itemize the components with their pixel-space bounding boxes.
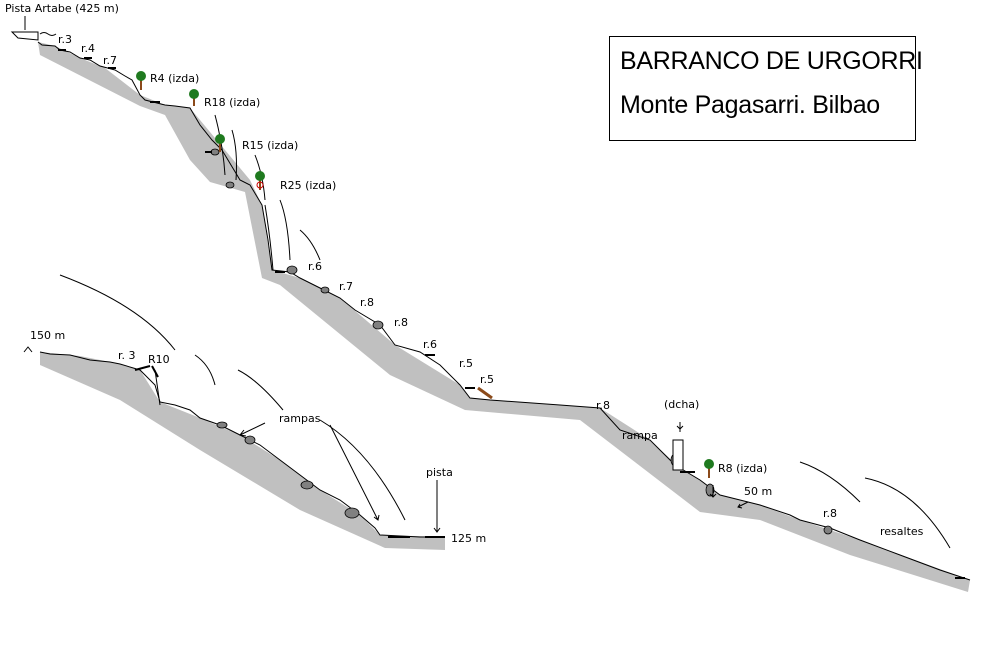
start-squiggle: [23, 346, 33, 353]
upper-terrain: [37, 41, 971, 592]
label: r.8: [360, 296, 374, 309]
rock: [300, 480, 314, 490]
pool: [134, 365, 151, 371]
dcha-marker: [672, 422, 749, 509]
rock: [244, 435, 256, 445]
label: R15 (izda): [242, 139, 298, 152]
label: r.5: [480, 373, 494, 386]
tree-icon: [704, 459, 714, 478]
lower-arrows: [23, 346, 441, 533]
rock: [210, 148, 220, 156]
rock: [372, 320, 384, 330]
label: R18 (izda): [204, 96, 260, 109]
rock: [823, 525, 833, 535]
wall-line: [864, 477, 951, 549]
tree-icon: [136, 71, 146, 90]
label: R10: [148, 353, 170, 366]
title-line-2: Monte Pagasarri. Bilbao: [620, 91, 880, 119]
wood-plank: [477, 386, 493, 400]
lower-rocks: [216, 421, 360, 519]
rock: [320, 286, 330, 294]
label: r.7: [339, 280, 353, 293]
arrow-icon: [737, 501, 749, 509]
wall-line: [237, 369, 284, 411]
trees: [136, 71, 714, 478]
label: r.5: [459, 357, 473, 370]
rock: [705, 483, 715, 497]
wall-line: [279, 199, 291, 261]
wall-line: [59, 274, 176, 351]
upper-rocks: [210, 148, 833, 535]
label: R8 (izda): [718, 462, 767, 475]
arrow-icon: [239, 422, 266, 437]
rock: [225, 181, 235, 189]
title-box: BARRANCO DE URGORRI Monte Pagasarri. Bil…: [609, 36, 923, 141]
wall-line: [299, 229, 321, 261]
upper-pools: [58, 49, 965, 579]
wall-line: [194, 354, 216, 386]
upper-labels: r.3 r.4 r.7 R4 (izda) R18 (izda) R15 (iz…: [58, 33, 924, 538]
label: r.3: [58, 33, 72, 46]
upper-terrain-fill: [38, 42, 970, 592]
label: r.8: [394, 316, 408, 329]
pool: [151, 365, 159, 378]
rock: [286, 265, 298, 275]
label: r.8: [823, 507, 837, 520]
rock: [216, 421, 228, 429]
start-platform: [10, 31, 39, 41]
tree-icon: [215, 134, 225, 152]
label: 125 m: [451, 532, 486, 545]
label: r.6: [423, 338, 437, 351]
right-walls: [799, 461, 951, 549]
label: r.8: [596, 399, 610, 412]
label: r.7: [103, 54, 117, 67]
title-line-1: BARRANCO DE URGORRI: [620, 47, 923, 75]
wall-line: [154, 369, 161, 406]
wall-line: [231, 129, 237, 181]
dcha-chute: [672, 439, 684, 471]
wall-line: [214, 114, 226, 176]
label: r.4: [81, 42, 95, 55]
label: pista: [426, 466, 453, 479]
label: 50 m: [744, 485, 772, 498]
lower-pools: [134, 365, 445, 538]
label: 150 m: [30, 329, 65, 342]
label: (dcha): [664, 398, 699, 411]
dcha-arrow-icon: [676, 422, 684, 432]
wall-line: [264, 204, 274, 271]
start-squiggle: [39, 32, 57, 36]
label: R25 (izda): [280, 179, 336, 192]
arrow-icon: [709, 485, 717, 498]
lower-terrain-profile: [39, 351, 445, 538]
label: R4 (izda): [150, 72, 199, 85]
label: rampa: [622, 429, 658, 442]
lower-labels: 150 m r. 3 R10 rampas pista 125 m: [30, 329, 486, 545]
rock: [344, 507, 360, 519]
arrow-icon: [433, 480, 441, 533]
arrow-icon: [329, 424, 380, 521]
tree-icon: [189, 89, 199, 106]
label: r.6: [308, 260, 322, 273]
lower-terrain-fill: [40, 352, 445, 550]
lower-terrain: [39, 351, 445, 550]
start-marker: Pista Artabe (425 m): [5, 2, 119, 41]
wall-line: [799, 461, 861, 503]
tree-icon: [255, 171, 265, 190]
upper-terrain-profile: [37, 41, 971, 581]
label: r. 3: [118, 349, 136, 362]
start-label: Pista Artabe (425 m): [5, 2, 119, 15]
label: rampas: [279, 412, 321, 425]
label: resaltes: [880, 525, 924, 538]
